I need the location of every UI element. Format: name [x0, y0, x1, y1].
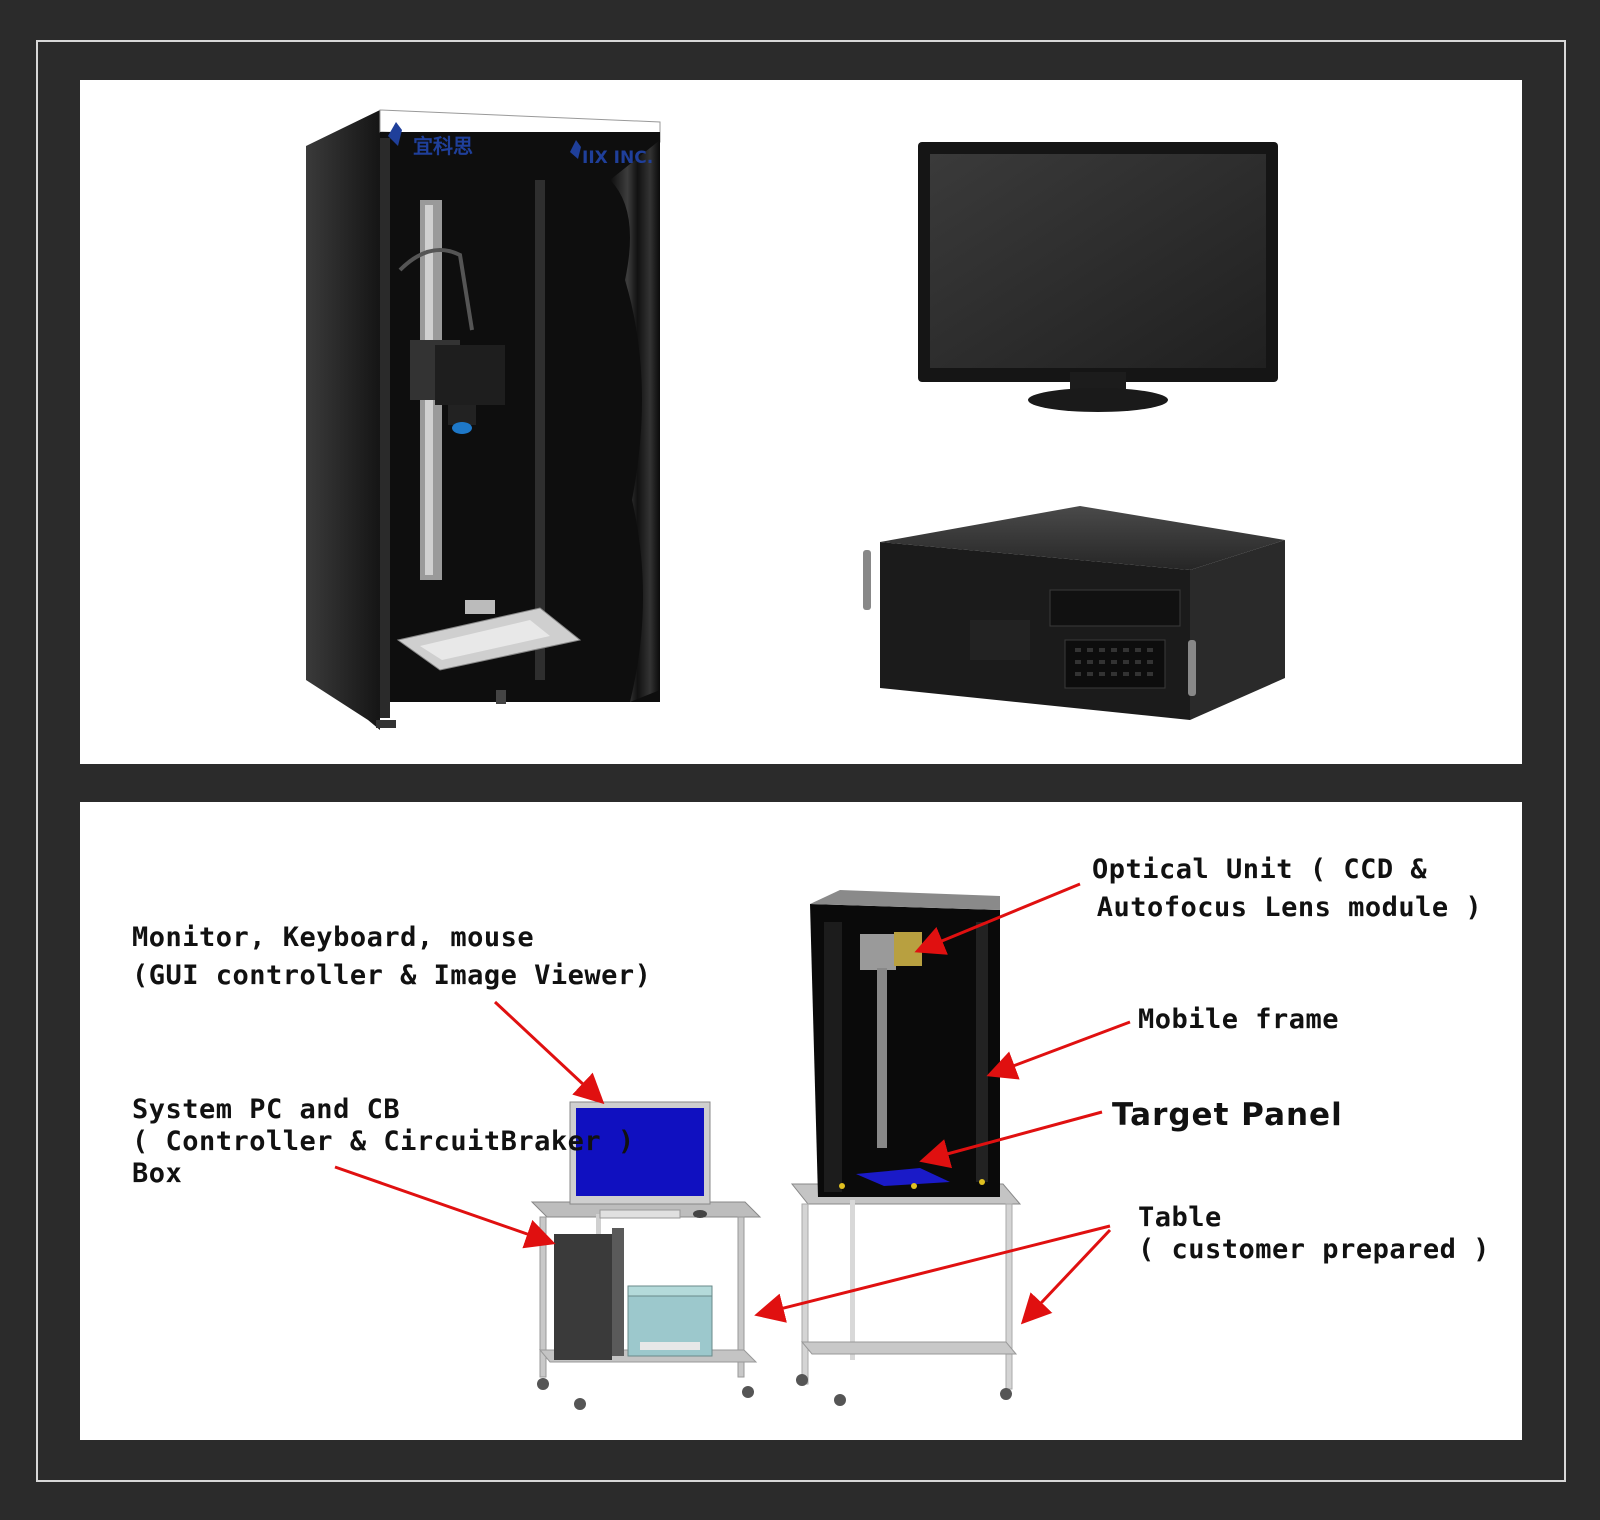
optical-unit-label-line1: Optical Unit ( CCD & — [1092, 852, 1427, 887]
product-photos — [80, 80, 1522, 764]
optical-unit-label-line2: Autofocus Lens module ) — [1080, 890, 1482, 925]
controller-box — [628, 1286, 712, 1356]
monitor-label-line2: (GUI controller & Image Viewer) — [132, 958, 651, 993]
pc-label-line1: System PC and CB — [132, 1092, 400, 1127]
pc-label-line2: ( Controller & CircuitBraker ) — [132, 1124, 635, 1159]
product-photo-panel: 宜科思 IIX INC. — [80, 80, 1522, 764]
target-panel-label: Target Panel — [1112, 1098, 1343, 1133]
rack-pc-photo — [863, 506, 1285, 720]
table-label-line2: ( customer prepared ) — [1138, 1232, 1490, 1267]
logo-brand: IIX INC. — [582, 148, 653, 168]
mobile-frame-label: Mobile frame — [1138, 1002, 1339, 1037]
pc-tower — [554, 1228, 624, 1360]
pc-label-line3: Box — [132, 1156, 182, 1191]
monitor-photo — [918, 142, 1278, 412]
diagram-monitor — [570, 1102, 710, 1218]
system-diagram-panel: Monitor, Keyboard, mouse (GUI controller… — [80, 802, 1522, 1440]
right-table — [792, 1184, 1020, 1406]
table-label-line1: Table — [1138, 1200, 1222, 1235]
mobile-frame-cabinet — [810, 890, 1000, 1197]
monitor-label-line1: Monitor, Keyboard, mouse — [132, 920, 534, 955]
logo-chinese: 宜科思 — [413, 130, 473, 159]
cabinet-photo — [306, 110, 660, 730]
